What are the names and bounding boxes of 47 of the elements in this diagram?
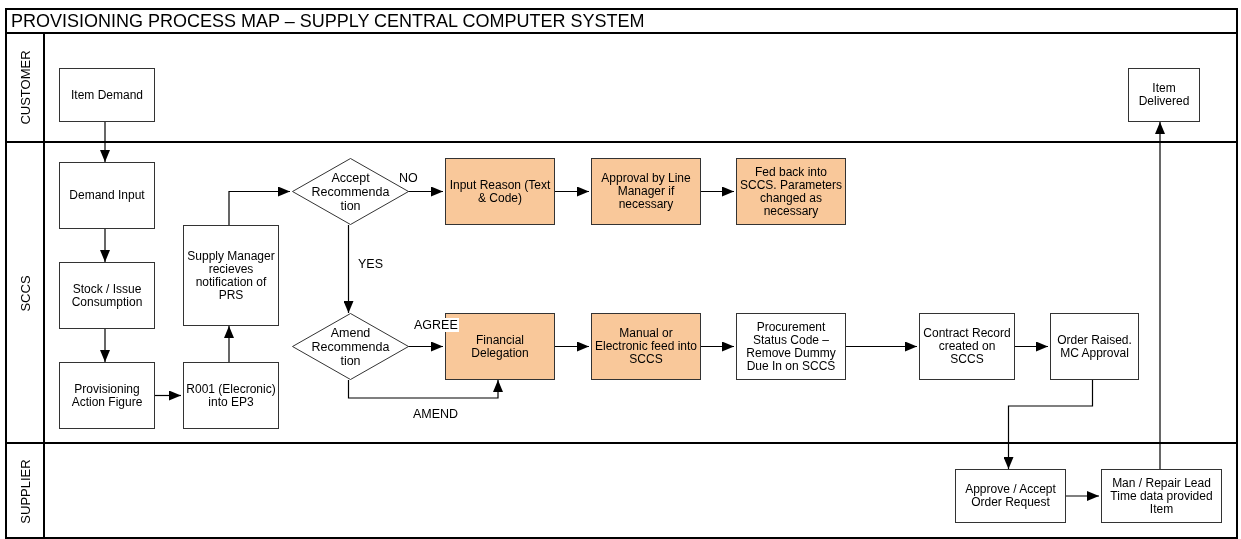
process-box: Supply Manager recieves notification of PRS (183, 225, 279, 326)
process-box: Contract Record created on SCCS (919, 313, 1015, 380)
process-box: Procurement Status Code – Remove Dummy Due In on SCCS (736, 313, 846, 380)
process-box: Approval by Line Manager if necessary (591, 158, 701, 225)
arrow (1063, 491, 1100, 501)
edge-label: NO (398, 171, 419, 185)
arrow (228, 186, 291, 226)
edge-label: YES (357, 257, 384, 271)
swimlane (5, 32, 1238, 143)
lane-label: SUPPLIER (17, 459, 33, 524)
edge-label: AGREE (413, 318, 459, 332)
arrow (698, 341, 735, 352)
process-box: Stock / Issue Consumption (59, 262, 155, 329)
process-box: R001 (Elecronic) into EP3 (183, 362, 279, 429)
swimlane (5, 143, 1238, 444)
process-box: Order Raised. MC Approval (1050, 313, 1139, 380)
process-box: Input Reason (Text & Code) (445, 158, 555, 225)
process-box: Manual or Electronic feed into SCCS (591, 313, 701, 380)
arrow (100, 328, 110, 363)
arrow (343, 224, 354, 314)
diagram-title: PROVISIONING PROCESS MAP – SUPPLY CENTRAL COMPUTER SYSTEM (11, 11, 645, 31)
decision-diamond: Amend Recommenda tion (292, 313, 409, 380)
process-box: Provisioning Action Figure (59, 362, 155, 429)
arrow (1012, 341, 1049, 352)
edge-label: AMEND (412, 407, 460, 421)
arrow (100, 228, 110, 263)
lane-label: SCCS (17, 275, 33, 312)
arrow (698, 186, 735, 197)
arrow (843, 341, 918, 352)
arrow (224, 325, 234, 363)
process-box: Man / Repair Lead Time data provided Item (1101, 469, 1222, 523)
arrow (100, 121, 110, 163)
process-box: Item Delivered (1128, 68, 1200, 122)
arrow (1003, 379, 1094, 470)
process-box: Fed back into SCCS. Parameters changed as necessary (736, 158, 846, 225)
swimlane (5, 444, 1238, 539)
arrow (552, 341, 590, 352)
lane-label: CUSTOMER (17, 50, 33, 125)
arrow (152, 390, 182, 401)
process-box: Item Demand (59, 68, 155, 122)
arrow (406, 341, 444, 352)
process-box: Approve / Accept Order Request (955, 469, 1066, 523)
arrow (347, 379, 503, 399)
process-box: Demand Input (59, 162, 155, 229)
arrow (552, 186, 590, 197)
arrow (406, 186, 444, 197)
arrow (1155, 121, 1165, 470)
